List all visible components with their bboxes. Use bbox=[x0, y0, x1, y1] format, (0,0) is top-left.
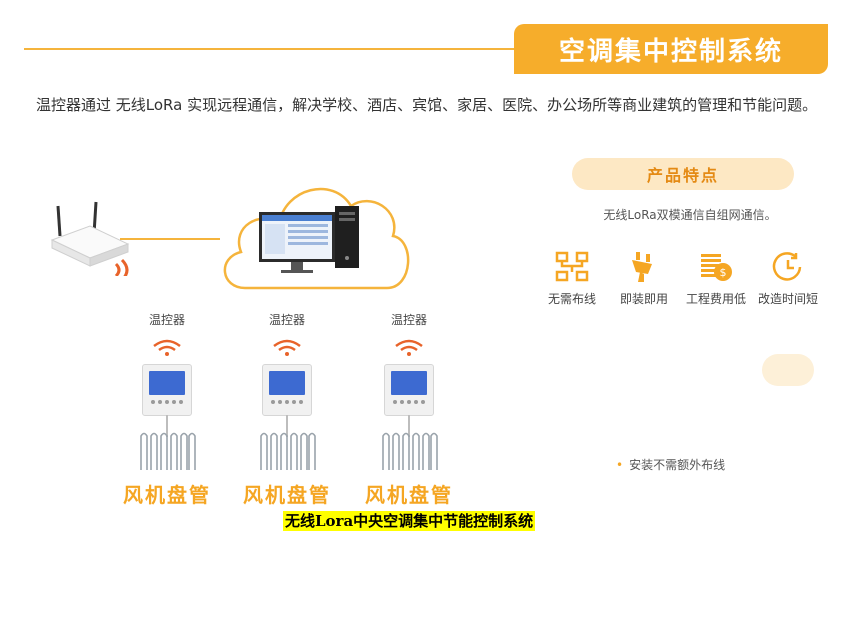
decorative-pill bbox=[762, 354, 814, 386]
thermostat-screen bbox=[391, 371, 427, 395]
fan-coil-label: 风机盘管 bbox=[123, 483, 211, 507]
fan-coil-label: 风机盘管 bbox=[243, 483, 331, 507]
wifi-icon bbox=[395, 339, 423, 356]
caption: 无线Lora中央空调集中节能控制系统 bbox=[283, 511, 536, 531]
features-title: 产品特点 bbox=[572, 158, 794, 190]
install-note: • 安装不需额外布线 bbox=[616, 456, 725, 473]
feature-item: 无需布线 bbox=[536, 250, 608, 307]
feature-item: 即装即用 bbox=[608, 250, 680, 307]
thermostat-label: 温控器 bbox=[148, 313, 185, 327]
feature-item: $ 工程费用低 bbox=[680, 250, 752, 307]
feature-label: 工程费用低 bbox=[685, 292, 746, 306]
page-title: 空调集中控制系统 bbox=[514, 24, 828, 74]
thermostat-device bbox=[262, 364, 312, 416]
thermostat-buttons bbox=[271, 400, 303, 405]
connection-stem bbox=[286, 415, 288, 437]
bullet-icon: • bbox=[616, 458, 624, 472]
install-note-text: 安装不需额外布线 bbox=[629, 458, 726, 472]
fan-coil-icon bbox=[260, 432, 316, 470]
router-connection-line bbox=[120, 238, 220, 240]
fan-coil-icon bbox=[140, 432, 196, 470]
features-subtitle: 无线LoRa双模通信自组网通信。 bbox=[603, 208, 777, 222]
router-icon bbox=[50, 201, 130, 276]
feature-label: 改造时间短 bbox=[757, 292, 818, 306]
thermostat-screen bbox=[149, 371, 185, 395]
wifi-icon bbox=[153, 339, 181, 356]
connection-stem bbox=[408, 415, 410, 437]
connection-stem bbox=[166, 415, 168, 437]
thermostat-device bbox=[384, 364, 434, 416]
cloud-server-icon bbox=[223, 187, 410, 290]
intro-text: 温控器通过 无线LoRa 实现远程通信，解决学校、酒店、宾馆、家居、医院、办公场… bbox=[36, 96, 818, 114]
svg-text:$: $ bbox=[720, 266, 727, 279]
feature-item: 改造时间短 bbox=[752, 250, 824, 307]
fan-coil-icon bbox=[382, 432, 438, 470]
feature-label: 即装即用 bbox=[619, 292, 668, 306]
thermostat-device bbox=[142, 364, 192, 416]
network-icon bbox=[555, 251, 589, 282]
thermostat-buttons bbox=[393, 400, 425, 405]
wifi-icon bbox=[273, 339, 301, 356]
feature-label: 无需布线 bbox=[547, 292, 596, 306]
thermostat-label: 温控器 bbox=[268, 313, 305, 327]
thermostat-screen bbox=[269, 371, 305, 395]
plug-icon bbox=[632, 252, 652, 282]
thermostat-buttons bbox=[151, 400, 183, 405]
thermostat-label: 温控器 bbox=[390, 313, 427, 327]
fan-coil-label: 风机盘管 bbox=[365, 483, 453, 507]
header-divider bbox=[24, 48, 524, 50]
clock-icon bbox=[772, 252, 802, 281]
coins-icon: $ bbox=[701, 254, 732, 281]
